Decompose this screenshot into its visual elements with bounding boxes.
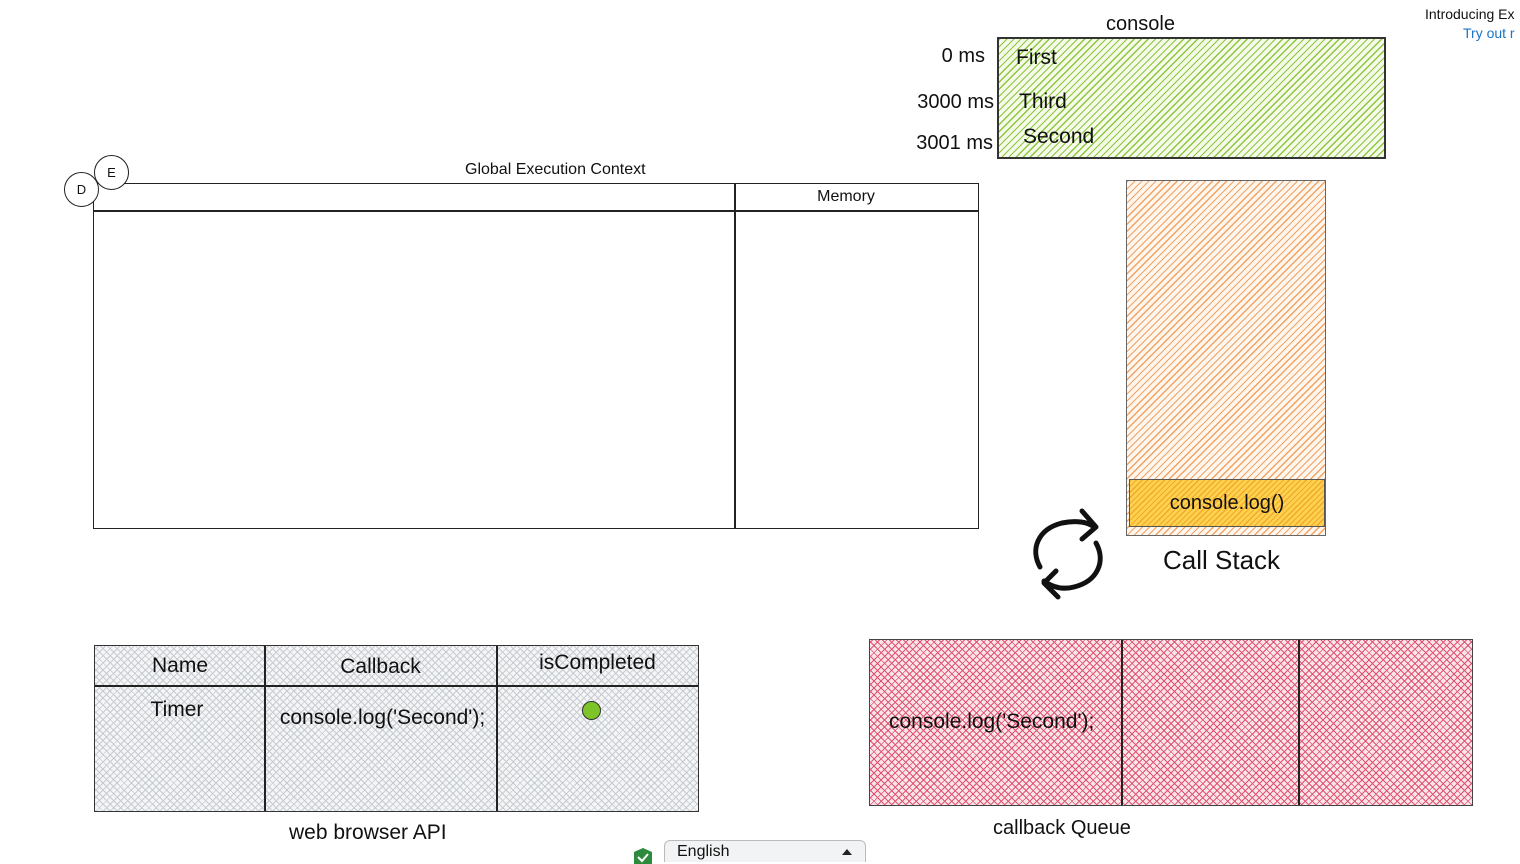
gec-memory-divider [734, 184, 736, 528]
banner-link[interactable]: Try out r [1463, 25, 1515, 41]
circle-d-label: D [76, 182, 87, 197]
console-line-second: Second [1023, 125, 1095, 148]
callback-queue-label: callback Queue [993, 817, 1131, 839]
web-api-header-iscompleted: isCompleted [539, 651, 656, 674]
call-stack-panel [1126, 180, 1326, 536]
web-api-header-name: Name [151, 654, 209, 677]
call-stack-frame-label: console.log() [1169, 491, 1285, 514]
console-time-0: 0 ms [941, 45, 985, 67]
caret-up-icon [842, 848, 852, 855]
callback-queue-panel [869, 639, 1473, 806]
memory-label: Memory [817, 188, 875, 205]
web-api-panel [94, 645, 699, 812]
call-stack-frame: console.log() [1129, 479, 1325, 527]
web-api-cell-name: Timer [150, 698, 204, 721]
language-select-value: English [677, 842, 730, 860]
web-api-col-divider-2 [496, 646, 498, 811]
language-select[interactable]: English [664, 840, 866, 862]
gec-header-divider [94, 210, 978, 212]
web-api-header-callback: Callback [340, 655, 421, 678]
console-line-first: First [1016, 46, 1057, 69]
banner-text: Introducing Ex [1425, 6, 1515, 22]
circle-e: E [94, 155, 129, 190]
shield-icon [634, 848, 652, 864]
web-api-col-divider-1 [264, 646, 266, 811]
status-dot-icon [582, 701, 601, 720]
web-api-label: web browser API [289, 821, 447, 844]
web-api-cell-callback: console.log('Second'); [279, 706, 486, 729]
circle-e-label: E [107, 165, 116, 180]
console-time-1: 3000 ms [917, 91, 994, 113]
queue-item: console.log('Second'); [889, 710, 1095, 733]
web-api-header-divider [95, 685, 698, 687]
gec-panel [93, 183, 979, 529]
queue-slot-divider-2 [1298, 640, 1300, 805]
call-stack-label: Call Stack [1163, 545, 1281, 575]
console-title: console [1106, 13, 1175, 35]
console-time-2: 3001 ms [916, 132, 993, 154]
event-loop-icon [1033, 508, 1103, 600]
console-line-third: Third [1019, 90, 1067, 113]
queue-slot-divider-1 [1121, 640, 1123, 805]
console-panel [997, 37, 1386, 159]
gec-title: Global Execution Context [465, 161, 646, 178]
circle-d: D [64, 172, 99, 207]
